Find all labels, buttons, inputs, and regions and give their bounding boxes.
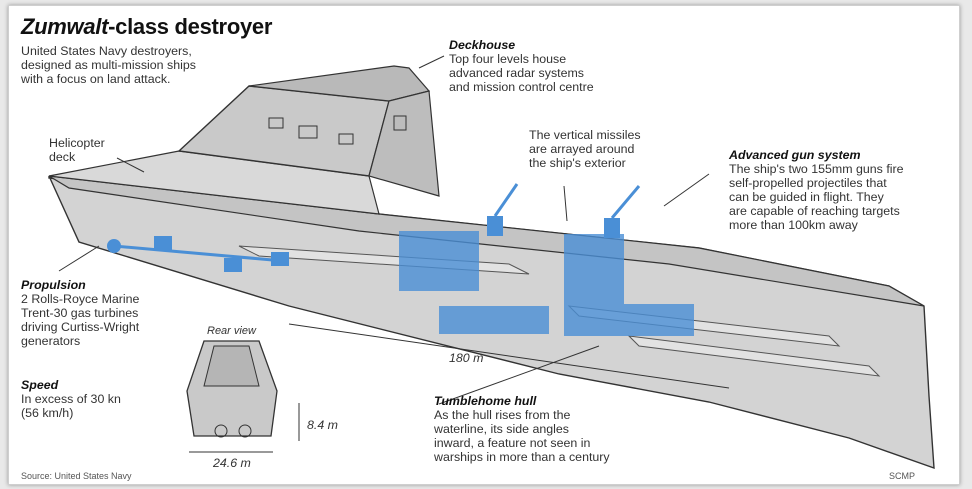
rear-view-label: Rear view	[207, 325, 256, 337]
speed-line: (56 km/h)	[21, 406, 74, 420]
title-rest: -class destroyer	[108, 14, 273, 39]
gun-barrel	[610, 185, 641, 219]
missile-array	[564, 304, 694, 336]
leader-line	[116, 157, 145, 173]
helicopter-line: Helicopter	[49, 136, 105, 150]
speed-line: In excess of 30 kn	[21, 392, 121, 406]
deckhouse-line: Top four levels house	[449, 52, 567, 66]
hull-heading: Tumblehome hull	[434, 394, 537, 408]
propulsion-line: driving Curtiss-Wright	[21, 320, 140, 334]
intro-line: United States Navy destroyers,	[21, 44, 192, 58]
missiles-label: The vertical missiles are arrayed around…	[529, 128, 641, 170]
hull-line: waterline, its side angles	[434, 422, 569, 436]
deck	[48, 175, 925, 307]
height-label: 8.4 m	[307, 418, 338, 432]
deckhouse-top	[248, 65, 431, 102]
page-title: Zumwalt-class destroyer	[21, 14, 272, 40]
gun-label: Advanced gun system The ship's two 155mm…	[729, 148, 904, 232]
credit-note: SCMP	[889, 471, 916, 481]
gun-turret	[487, 216, 503, 236]
gun-line: are capable of reaching targets	[729, 204, 900, 218]
gun-line: The ship's two 155mm guns fire	[729, 162, 904, 176]
gun-turret	[604, 218, 620, 238]
propulsion-label: Propulsion 2 Rolls-Royce Marine Trent-30…	[21, 278, 139, 348]
propulsion-heading: Propulsion	[21, 278, 86, 292]
deckhouse-front	[368, 90, 440, 197]
turbine	[224, 258, 242, 272]
deckhouse-window	[338, 133, 354, 145]
turbine	[271, 252, 289, 266]
source-note: Source: United States Navy	[21, 471, 132, 481]
deckhouse-line: advanced radar systems	[449, 66, 584, 80]
missiles-line: are arrayed around	[529, 142, 635, 156]
hull-line: warships in more than a century	[434, 450, 610, 464]
turbine	[154, 236, 172, 250]
leader-line	[438, 345, 600, 405]
leader-line	[418, 55, 445, 69]
missile-array	[439, 306, 549, 334]
deckhouse-window	[268, 117, 284, 129]
deckhouse-line: and mission control centre	[449, 80, 594, 94]
missiles-line: The vertical missiles	[529, 128, 641, 142]
hull-line: As the hull rises from the	[434, 408, 571, 422]
deckhouse-heading: Deckhouse	[449, 38, 516, 52]
intro-line: designed as multi-mission ships	[21, 58, 196, 72]
rear-view-deckhouse	[203, 345, 260, 387]
gun-line: more than 100km away	[729, 218, 858, 232]
rear-view-propeller	[214, 424, 228, 438]
gun-line: can be guided in flight. They	[729, 190, 884, 204]
ship-illustration	[48, 55, 935, 470]
helicopter-label: Helicopter deck	[49, 136, 105, 164]
leader-line	[563, 185, 568, 222]
hull-label: Tumblehome hull As the hull rises from t…	[434, 394, 610, 464]
length-label: 180 m	[449, 351, 484, 365]
missile-array	[399, 231, 479, 291]
gun-barrel	[493, 183, 519, 217]
hull-line: inward, a feature not seen in	[434, 436, 591, 450]
title-italic: Zumwalt	[21, 14, 109, 39]
length-line	[288, 323, 730, 389]
propulsion-line: 2 Rolls-Royce Marine	[21, 292, 140, 306]
internal-deck	[627, 335, 881, 377]
deckhouse-window	[298, 125, 318, 139]
propulsion-line: generators	[21, 334, 81, 348]
deckhouse-label: Deckhouse Top four levels house advanced…	[449, 38, 594, 94]
infographic-sheet: Zumwalt-class destroyer United States Na…	[8, 5, 960, 485]
rear-view-propeller	[238, 424, 252, 438]
speed-heading: Speed	[21, 378, 59, 392]
width-label: 24.6 m	[213, 456, 251, 470]
shaft	[113, 244, 285, 263]
missiles-line: the ship's exterior	[529, 156, 626, 170]
helicopter-line: deck	[49, 150, 76, 164]
speed-label: Speed In excess of 30 kn (56 km/h)	[21, 378, 121, 420]
intro-line: with a focus on land attack.	[21, 72, 171, 86]
leader-line	[663, 173, 710, 207]
deckhouse-window	[393, 115, 407, 131]
intro-text: United States Navy destroyers, designed …	[21, 44, 196, 86]
gun-heading: Advanced gun system	[729, 148, 861, 162]
propulsion-line: Trent-30 gas turbines	[21, 306, 139, 320]
gun-line: self-propelled projectiles that	[729, 176, 887, 190]
missile-array	[564, 234, 624, 304]
leader-line	[58, 245, 100, 272]
